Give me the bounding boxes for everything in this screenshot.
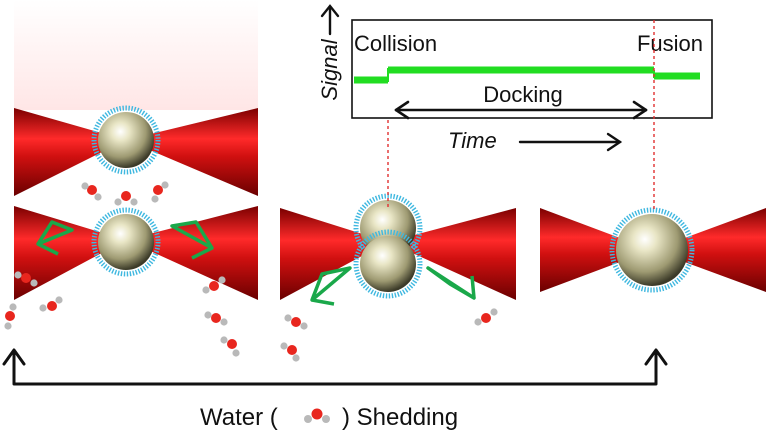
signal-trace — [354, 66, 700, 84]
optical-trap-upper — [14, 108, 258, 196]
droplet-upper — [91, 105, 161, 175]
panel-approach — [4, 105, 258, 357]
event-collision-label: Collision — [354, 31, 437, 56]
motion-arrow-docking-right — [426, 266, 476, 300]
optical-trap-docking — [280, 208, 516, 300]
shedding-bracket-arrow — [2, 348, 668, 386]
axis-y-label: Signal — [317, 38, 342, 100]
motion-arrow-left — [36, 220, 74, 256]
docking-double-arrow — [394, 100, 648, 120]
axis-y-arrow — [320, 4, 340, 36]
motion-arrow-right — [170, 220, 214, 260]
signal-inset: Collision Fusion Docking Signal Time — [317, 4, 713, 153]
optical-trap-lower — [14, 206, 258, 300]
motion-arrow-docking-left — [310, 266, 352, 306]
axis-x-label: Time — [448, 128, 497, 153]
droplet-lower — [91, 207, 161, 277]
caption-suffix: ) Shedding — [342, 404, 458, 431]
panel-background-fade — [14, 0, 258, 110]
phase-docking-label: Docking — [483, 82, 562, 107]
droplet-docking-bottom — [353, 229, 423, 299]
water-molecules-panel1 — [4, 181, 240, 357]
water-molecule-icon — [304, 408, 330, 423]
droplet-fused — [609, 207, 695, 293]
event-fusion-label: Fusion — [637, 31, 703, 56]
water-molecules-panel2 — [280, 308, 498, 362]
panel-docking — [280, 193, 516, 362]
caption-prefix: Water ( — [200, 404, 278, 431]
axis-x-arrow — [518, 132, 623, 152]
panel-fused — [540, 207, 766, 293]
